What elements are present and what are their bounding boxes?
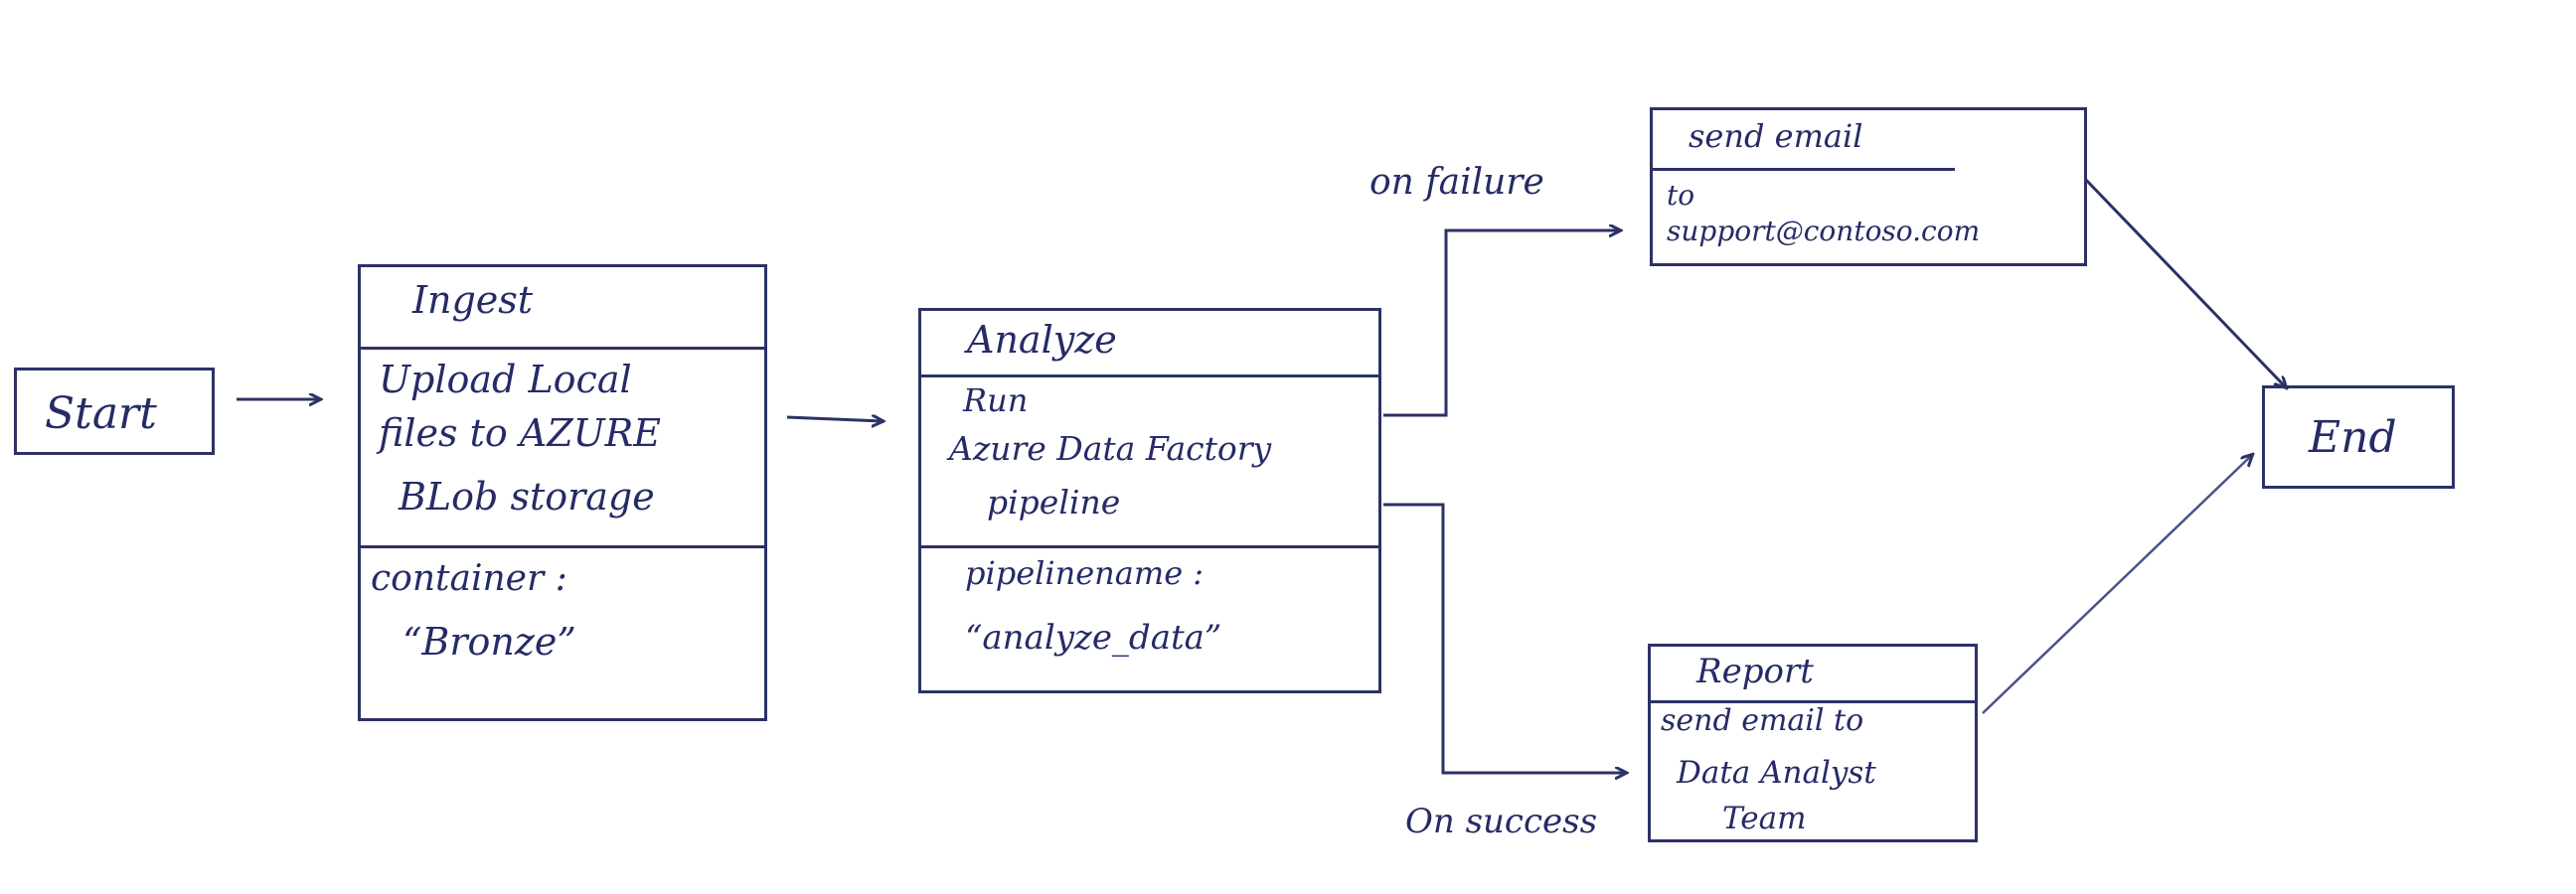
ingest-title: Ingest [412, 278, 534, 322]
edge-label-on-failure: on failure [1369, 162, 1544, 203]
arrow-report-to-end [1982, 455, 2252, 714]
analyze-body-line-1: Run [963, 381, 1029, 419]
end-label: End [2309, 412, 2397, 463]
send-email-title: send email [1689, 117, 1863, 155]
ingest-detail-line-1: container : [371, 558, 567, 599]
arrow-ingest-to-analyze [786, 417, 883, 421]
arrow-send-email-to-end [2083, 177, 2286, 387]
report-body-line-3: Team [1722, 801, 1807, 836]
ingest-body-line-2: files to AZURE [379, 411, 662, 455]
analyze-title: Analyze [967, 318, 1117, 362]
analyze-detail-divider [921, 545, 1378, 548]
ingest-body-line-3: BLob storage [399, 475, 655, 519]
ingest-detail-line-2: “Bronze” [402, 620, 576, 664]
analyze-body-line-2: Azure Data Factory [949, 429, 1272, 468]
ingest-body-line-1: Upload Local [379, 358, 632, 401]
edge-label-on-success: On success [1405, 802, 1598, 841]
report-title: Report [1696, 652, 1814, 691]
analyze-body-line-3: pipeline [987, 483, 1121, 522]
analyze-detail-line-2: “analyze_data” [965, 618, 1222, 658]
start-node: Start [14, 368, 215, 455]
send-email-body-line-1: to [1667, 179, 1695, 212]
ingest-node: Ingest Upload Local files to AZURE BLob … [358, 264, 767, 721]
ingest-detail-divider [361, 545, 764, 548]
send-email-title-divider [1653, 168, 1955, 171]
send-email-body-line-2: support@contoso.com [1667, 215, 1981, 247]
analyze-detail-line-1: pipelinename : [965, 554, 1205, 592]
analyze-title-divider [921, 374, 1378, 377]
analyze-node: Analyze Run Azure Data Factory pipeline … [918, 308, 1381, 693]
arrow-analyze-to-send-email [1383, 230, 1620, 417]
report-node: Report send email to Data Analyst Team [1648, 644, 1978, 842]
send-email-node: send email to support@contoso.com [1650, 107, 2087, 266]
report-body-line-2: Data Analyst [1677, 755, 1876, 791]
end-node: End [2262, 385, 2455, 489]
report-body-line-1: send email to [1661, 703, 1864, 738]
start-label: Start [45, 388, 157, 439]
arrow-analyze-to-report [1383, 503, 1626, 773]
ingest-title-divider [361, 347, 764, 350]
report-title-divider [1651, 700, 1975, 703]
